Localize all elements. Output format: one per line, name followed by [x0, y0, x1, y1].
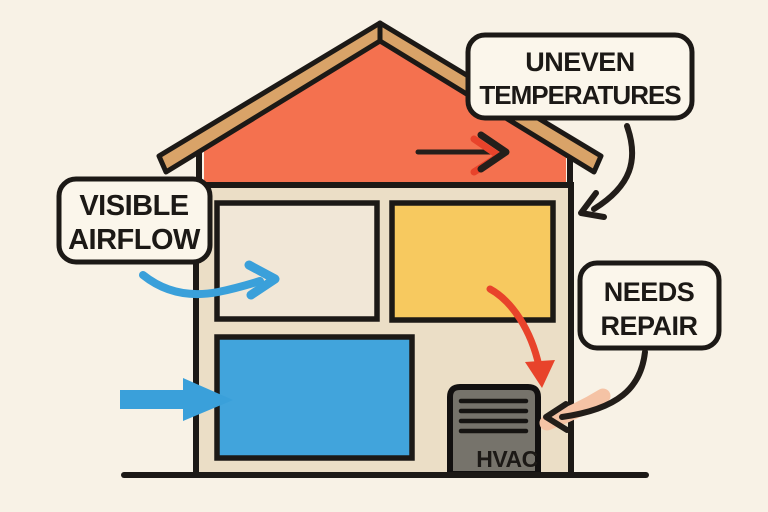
callout-uneven-temperatures-line1: UNEVEN [525, 47, 635, 77]
callout-visible-airflow-line2: AIRFLOW [68, 224, 201, 256]
heat-leak-arrow [486, 285, 555, 388]
hvac-label: HVAC [476, 446, 537, 472]
airflow-curved-arrow-head [244, 260, 280, 300]
needs-repair-pointer-shaft [559, 349, 648, 420]
uneven-temperatures-pointer-arrow [578, 123, 636, 220]
callout-needs-repair-line1: NEEDS [604, 277, 695, 307]
heat-leak-arrow-shaft [486, 285, 543, 370]
callout-uneven-temperatures: UNEVEN TEMPERATURES [465, 32, 695, 220]
callout-needs-repair-line2: REPAIR [600, 311, 697, 341]
callout-uneven-temperatures-box [465, 32, 695, 121]
callout-uneven-temperatures-line2: TEMPERATURES [479, 80, 681, 110]
airflow-straight-arrow [120, 378, 233, 421]
room-upstairs-right [389, 200, 556, 323]
uneven-temperatures-pointer-shaft [591, 123, 636, 212]
house-illustration: HVAC [121, 20, 649, 478]
needs-repair-pointer-arrow [543, 349, 648, 433]
room-downstairs [214, 334, 415, 461]
callout-visible-airflow-line1: VISIBLE [79, 190, 188, 222]
callout-visible-airflow-box [56, 176, 213, 265]
uneven-temperatures-pointer-head [578, 190, 607, 220]
callout-needs-repair-box [577, 260, 722, 351]
callout-visible-airflow: VISIBLE AIRFLOW [56, 176, 213, 265]
callout-needs-repair: NEEDS REPAIR [539, 260, 722, 433]
attic-heat-arrow [415, 131, 510, 176]
attic-heat-arrow-head [477, 131, 510, 173]
heat-leak-arrow-head [525, 360, 555, 388]
airflow-curved-arrow [139, 260, 280, 300]
room-upstairs-left [214, 200, 380, 322]
hvac-unit: HVAC [447, 384, 541, 477]
hvac-vents [458, 398, 529, 434]
needs-repair-pointer-head [543, 401, 570, 433]
airflow-curved-arrow-shaft [139, 271, 264, 299]
